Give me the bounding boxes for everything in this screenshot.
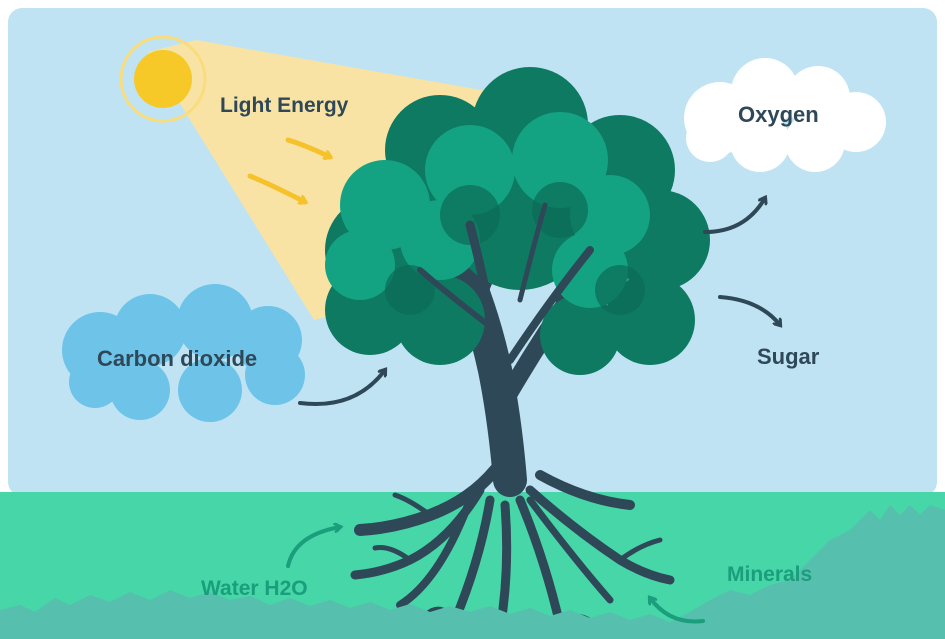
tree-canopy [325, 67, 710, 375]
tree-branches [417, 202, 594, 385]
oxygen-arrow [703, 198, 765, 234]
light-energy-label: Light Energy [220, 94, 349, 117]
light-arrow-2 [247, 173, 305, 202]
carbon-dioxide-label: Carbon dioxide [97, 346, 258, 371]
carbon-dioxide-cloud [62, 284, 305, 422]
grass [0, 505, 945, 639]
oxygen-label: Oxygen [738, 102, 819, 127]
water-label: Water H2O [201, 577, 308, 600]
tree-roots [350, 464, 675, 635]
sun-icon [119, 35, 207, 123]
water-arrow [286, 527, 340, 568]
minerals-arrow [650, 598, 705, 624]
minerals-label: Minerals [727, 563, 813, 586]
oxygen-cloud [684, 58, 886, 172]
light-arrow-1 [285, 137, 330, 157]
sugar-arrow [718, 295, 780, 325]
carbon-dioxide-arrow [298, 370, 385, 406]
sugar-label: Sugar [757, 344, 820, 369]
